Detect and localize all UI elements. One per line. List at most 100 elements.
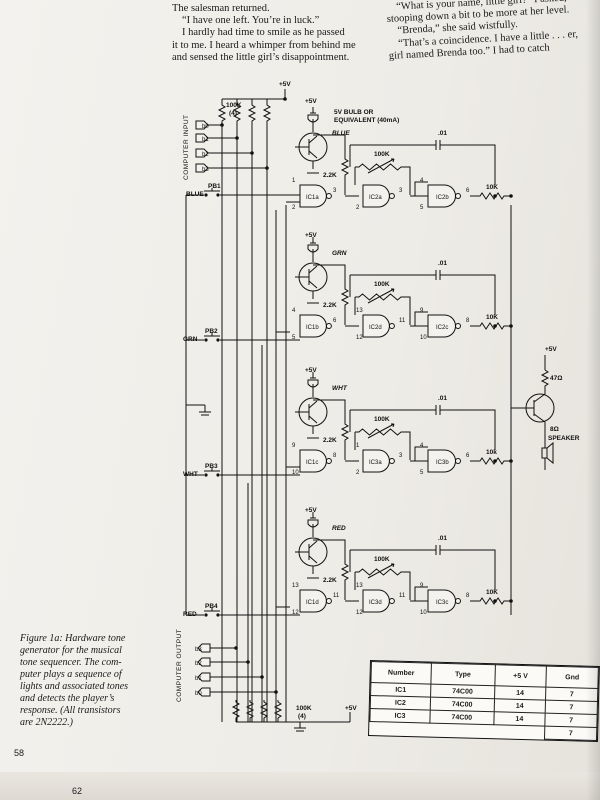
gate-c-label: IC3b bbox=[436, 460, 449, 466]
lamp-supply bbox=[310, 107, 316, 114]
lower-page-edge bbox=[0, 772, 600, 800]
pulldown-qty: (4) bbox=[298, 713, 306, 720]
inverter-bubble bbox=[325, 323, 332, 329]
base-wire bbox=[313, 134, 346, 155]
pushbutton-contact bbox=[216, 193, 220, 197]
gate-b-label: IC3d bbox=[369, 600, 382, 606]
gate-a-wires bbox=[286, 460, 359, 468]
pot-arrow bbox=[367, 288, 395, 304]
lamp-supply bbox=[310, 237, 316, 244]
pin-label: 3 bbox=[399, 188, 403, 194]
pot-label: 100K bbox=[374, 556, 390, 563]
caption-line: puter plays a sequence of bbox=[20, 669, 122, 680]
stage-vcc-label: +5V bbox=[305, 507, 317, 514]
output-b0: b0 bbox=[195, 691, 202, 697]
gate-a-label: IC1a bbox=[306, 195, 319, 201]
pin-label: 5 bbox=[292, 335, 296, 341]
base-resistor bbox=[340, 285, 350, 325]
stage-vcc-label: +5V bbox=[305, 367, 317, 374]
pushbutton-contact bbox=[204, 613, 208, 617]
input-b3: b3 bbox=[202, 167, 209, 173]
base-resistor-label: 2.2K bbox=[323, 172, 337, 179]
pot-wires bbox=[354, 166, 411, 195]
output-resistor bbox=[476, 457, 508, 465]
pin-label: 3 bbox=[399, 453, 403, 459]
transistor-leads bbox=[308, 384, 318, 434]
pushbutton bbox=[204, 188, 220, 192]
junction-dot bbox=[493, 599, 497, 603]
pin-label: 13 bbox=[292, 583, 299, 589]
page-number-inner: 58 bbox=[14, 748, 25, 758]
input-b0: b0 bbox=[202, 124, 209, 130]
lamp-color-label: WHT bbox=[332, 385, 348, 392]
pin-label: 8 bbox=[466, 318, 470, 324]
gate-a-wires bbox=[276, 325, 359, 333]
lamp-color-label: BLUE bbox=[332, 130, 350, 137]
output-b2: b2 bbox=[195, 661, 202, 667]
output-resistor-label: 10K bbox=[486, 184, 498, 191]
stage-vcc-label: +5V bbox=[305, 98, 317, 105]
lamp bbox=[307, 519, 319, 528]
gate-b-c-wires bbox=[410, 181, 428, 197]
pin-label: 12 bbox=[356, 335, 363, 341]
pin-label: 2 bbox=[356, 205, 360, 211]
timing-capacitor bbox=[350, 140, 496, 185]
page-shadow bbox=[586, 0, 600, 800]
inverter-bubble bbox=[455, 458, 461, 464]
output-resistor bbox=[476, 597, 508, 605]
base-wire bbox=[313, 264, 346, 285]
stage-vcc-label: +5V bbox=[305, 232, 317, 239]
input-b1: b1 bbox=[202, 137, 209, 143]
junction-dot bbox=[509, 599, 513, 603]
gate-a-wires bbox=[276, 600, 359, 608]
base-resistor bbox=[340, 560, 350, 600]
pin-label: 10 bbox=[420, 610, 427, 616]
pushbutton-contact bbox=[216, 613, 220, 617]
pin-label: 6 bbox=[466, 453, 470, 459]
pin-label: 1 bbox=[292, 178, 296, 184]
pushbutton-label: PB2 bbox=[205, 328, 218, 335]
lamp-supply bbox=[310, 512, 316, 519]
lamp bbox=[307, 379, 319, 388]
gate-b-label: IC2d bbox=[369, 325, 382, 331]
gate-a-label: IC1d bbox=[306, 600, 319, 606]
story-line: and sensed the little girl’s disappointm… bbox=[172, 51, 350, 63]
pin-label: 8 bbox=[466, 593, 470, 599]
junction-dot bbox=[493, 194, 497, 198]
pin-label: 6 bbox=[333, 318, 337, 324]
gate-b-c-wires bbox=[410, 586, 428, 602]
pin-label: 2 bbox=[356, 470, 360, 476]
pushbutton-label: PB4 bbox=[205, 603, 218, 610]
pin-label: 2 bbox=[292, 205, 296, 211]
gate-a-label: IC1b bbox=[306, 325, 319, 331]
vcc-label: +5V bbox=[279, 81, 291, 88]
output-resistor-label: 10K bbox=[486, 314, 498, 321]
pot-wires bbox=[354, 571, 411, 600]
gate-c-label: IC3c bbox=[436, 600, 448, 606]
junction-dot bbox=[493, 459, 497, 463]
pullup-qty: (4) bbox=[229, 110, 237, 117]
pin-label: 5 bbox=[420, 470, 424, 476]
input-b2: b2 bbox=[202, 152, 209, 158]
story-line: The salesman returned. bbox=[172, 3, 270, 14]
pin-label: 12 bbox=[356, 610, 363, 616]
pullup-resistors bbox=[217, 99, 272, 127]
inverter-bubble bbox=[325, 193, 332, 199]
story-line: I hardly had time to smile as he passed bbox=[182, 27, 345, 39]
pin-label: 8 bbox=[333, 453, 337, 459]
lamp bbox=[307, 114, 319, 123]
pullup-label: 100K bbox=[226, 102, 242, 109]
caption-line: are 2N2222.) bbox=[20, 717, 73, 728]
pushbutton-contact bbox=[204, 473, 208, 477]
pushbutton-label: PB3 bbox=[205, 463, 218, 470]
timing-capacitor bbox=[350, 270, 496, 315]
pin-label: 10 bbox=[292, 470, 299, 476]
lamp-color-label: RED bbox=[332, 525, 346, 532]
pin-label: 12 bbox=[292, 610, 299, 616]
inverter-bubble bbox=[455, 323, 461, 329]
pin-label: 13 bbox=[356, 583, 363, 589]
story-line: “I have one left. You’re in luck.” bbox=[182, 15, 320, 27]
capacitor-label: .01 bbox=[438, 260, 447, 267]
